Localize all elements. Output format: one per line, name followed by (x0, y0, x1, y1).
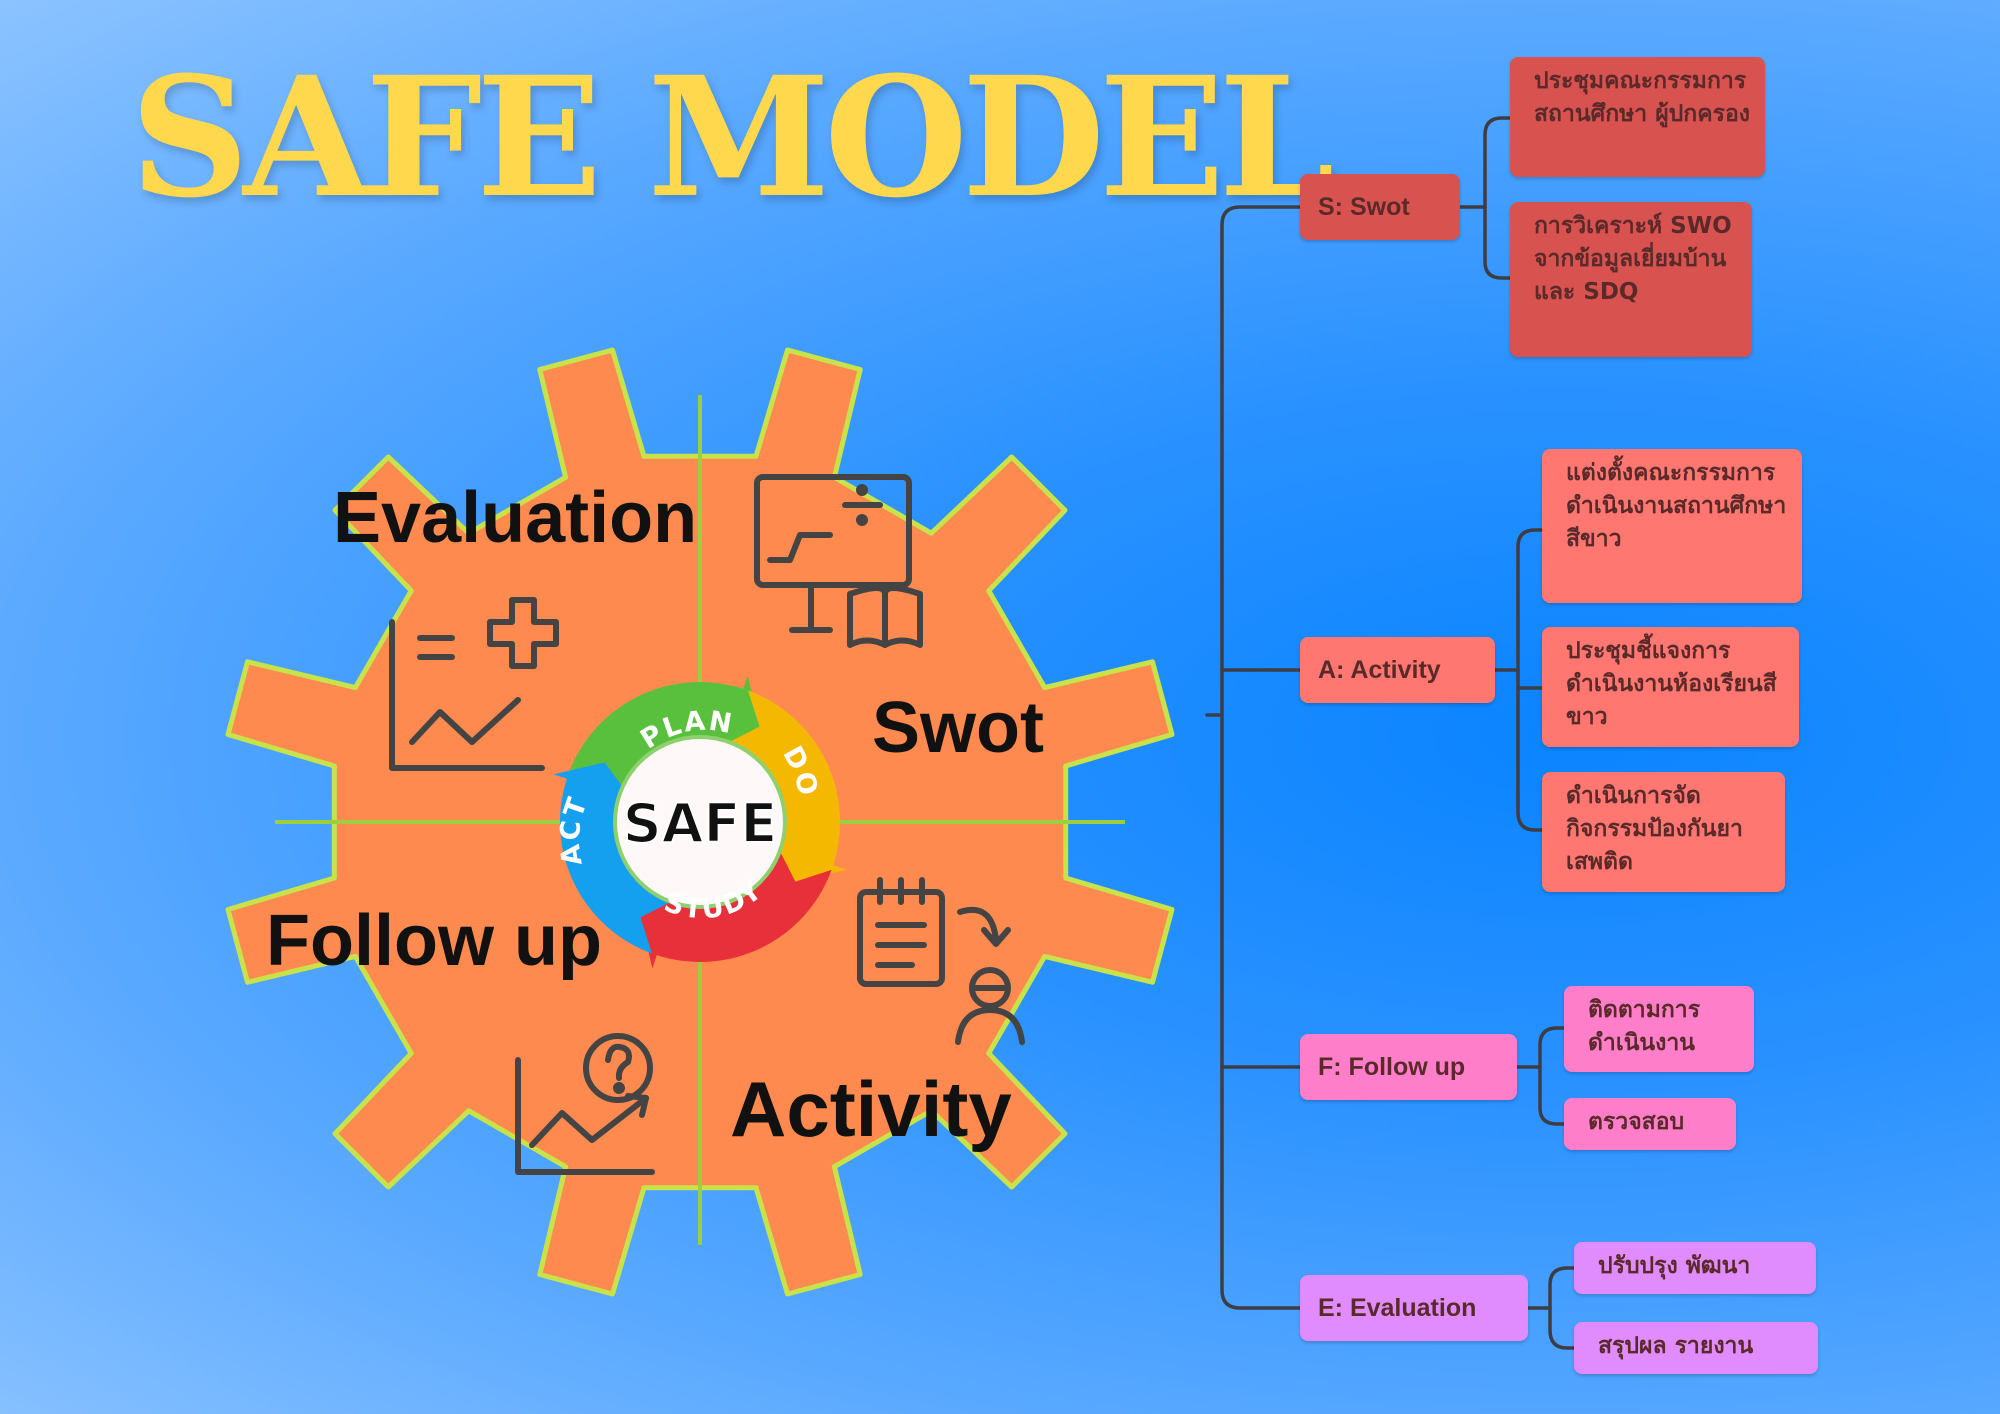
quadrant-label-swot: Swot (872, 688, 1044, 768)
clipboard-person-icon (857, 877, 1025, 1045)
leaf-s-2: การวิเคราะห์ SWO จากข้อมูลเยี่ยมบ้าน และ… (1510, 202, 1752, 357)
leaf-f-2: ตรวจสอบ (1564, 1098, 1736, 1150)
quadrant-label-activity: Activity (730, 1065, 1012, 1153)
do-segment (729, 690, 847, 882)
leaf-s-1: ประชุมคณะกรรมการสถานศึกษา ผู้ปกครอง (1510, 57, 1765, 177)
leaf-a-3: ดำเนินการจัดกิจกรรมป้องกันยาเสพติด (1542, 772, 1785, 892)
plan-segment (568, 675, 760, 793)
study-segment (640, 851, 832, 969)
chart-plus-icon (389, 597, 559, 771)
leaf-e-1: ปรับปรุง พัฒนา (1574, 1242, 1816, 1294)
quadrant-label-evaluation: Evaluation (333, 478, 698, 558)
page-title: SAFE MODEL (130, 40, 1335, 234)
leaf-a-2: ประชุมชี้แจงการดำเนินงานห้องเรียนสีขาว (1542, 627, 1799, 747)
chart-question-icon (515, 1033, 655, 1175)
branch-a-activity: A: Activity (1300, 637, 1495, 703)
cycle-label-act: ACT (555, 792, 594, 867)
branch-e-evaluation: E: Evaluation (1300, 1275, 1528, 1341)
quadrant-label-follow-up: Follow up (266, 901, 602, 981)
branch-s-swot: S: Swot (1300, 174, 1460, 240)
leaf-e-2: สรุปผล รายงาน (1574, 1322, 1818, 1374)
leaf-f-1: ติดตามการดำเนินงาน (1564, 986, 1754, 1072)
leaf-a-1: แต่งตั้งคณะกรรมการดำเนินงานสถานศึกษาสีขา… (1542, 449, 1802, 603)
act-segment (553, 762, 671, 954)
gear-center-text: SAFE (623, 792, 777, 855)
whiteboard-book-icon (754, 474, 923, 648)
pdsa-cycle: PLAN DO STUDY ACT SAFE (553, 675, 847, 969)
branch-f-follow-up: F: Follow up (1300, 1034, 1517, 1100)
